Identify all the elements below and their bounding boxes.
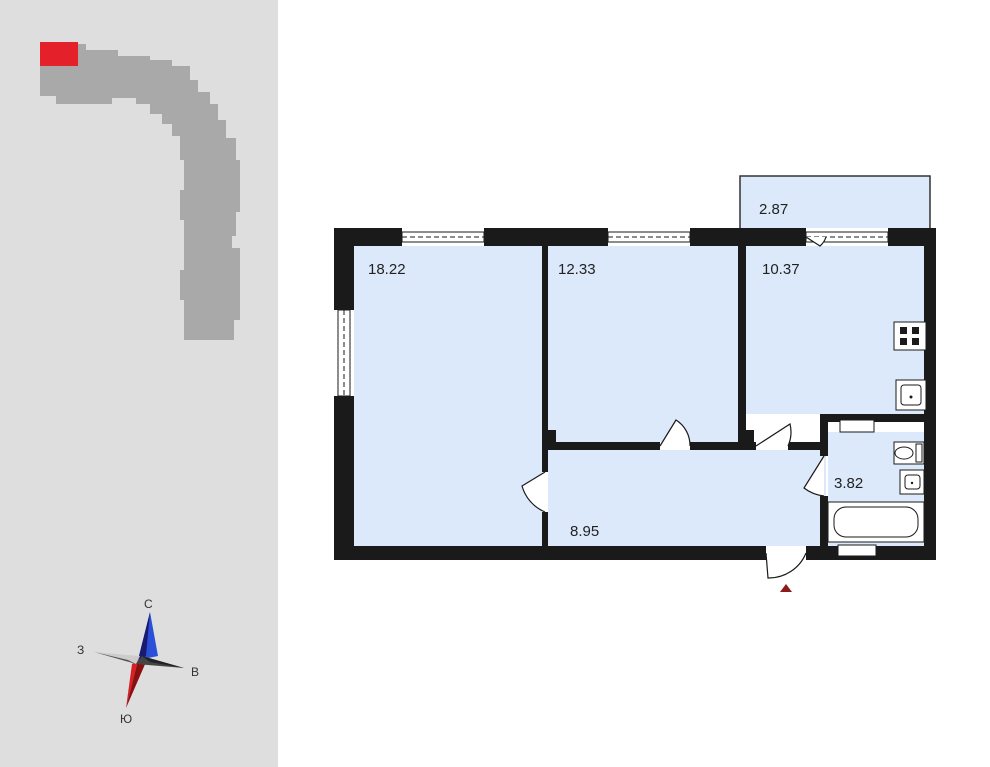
- compass-west-label: З: [77, 643, 84, 657]
- living-room-area-label: 18.22: [368, 261, 406, 278]
- compass-east-label: В: [191, 665, 199, 679]
- apartment-marker: [40, 42, 78, 66]
- hallway-room: [548, 450, 826, 546]
- toilet-icon: [893, 441, 925, 465]
- compass-south-label: Ю: [120, 712, 132, 726]
- kitchen-area-label: 10.37: [762, 261, 800, 278]
- stove-icon: [893, 321, 927, 351]
- compass-rose: С З В Ю: [77, 597, 199, 726]
- compass-north-label: С: [144, 597, 153, 611]
- doors: [521, 236, 827, 579]
- hallway-area-label: 8.95: [570, 523, 599, 540]
- window-dashes: [343, 236, 888, 396]
- balcony-outline: [739, 175, 931, 230]
- door-bedroom: [659, 419, 691, 447]
- vent-bathroom-top: [839, 419, 875, 433]
- living-room: [354, 246, 542, 546]
- door-entrance: [765, 552, 807, 579]
- entrance-arrow-icon: [780, 584, 792, 592]
- room-fills: [354, 176, 930, 546]
- door-living: [521, 471, 546, 513]
- bedroom-room: [548, 246, 738, 442]
- walls: [334, 228, 936, 560]
- bedroom-area-label: 12.33: [558, 261, 596, 278]
- balcony-room: [740, 176, 930, 228]
- balcony-area-label: 2.87: [759, 201, 788, 218]
- door-balcony: [805, 236, 827, 247]
- building-outline: [40, 44, 240, 340]
- vent-bathroom-bottom: [837, 544, 877, 557]
- door-kitchen: [755, 423, 792, 447]
- sink-icon: [895, 379, 927, 411]
- door-bathroom: [803, 455, 825, 497]
- location-panel: С З В Ю: [0, 0, 278, 767]
- bathroom-area-label: 3.82: [834, 475, 863, 492]
- location-panel-graphics: С З В Ю: [40, 42, 240, 726]
- washbasin-icon: [899, 469, 925, 495]
- bathtub-icon: [827, 501, 925, 543]
